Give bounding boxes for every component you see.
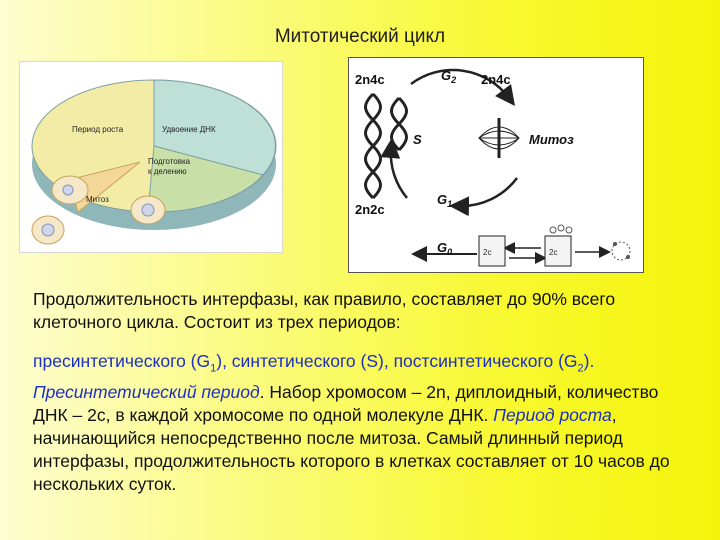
term-presynthetic: Пресинтетический период (33, 381, 260, 402)
cell-1-nucleus (62, 184, 74, 196)
sector-dna-replication (153, 79, 276, 176)
cell-box-g0 (478, 235, 506, 267)
arrow-g2-to-mitosis (410, 68, 516, 106)
interphase-periods-text: пресинтетического (G1), синтетического (… (33, 351, 670, 494)
label-growth-period: Период роста (72, 125, 124, 134)
label-g0: G0 (437, 240, 452, 257)
droplet-icon (565, 226, 573, 234)
chromatid-helix-2 (364, 92, 382, 200)
label-box-g0: 2c (483, 248, 491, 257)
cell-2-nucleus (41, 223, 55, 237)
label-mitosis: Митоз (86, 195, 109, 204)
page-title: Митотический цикл (274, 26, 446, 47)
label-preparation-line2: к делению (148, 167, 187, 176)
cell-cycle-pie-panel: Период роста Удвоение ДНК Подготовка к д… (19, 61, 283, 253)
label-top-right-ploidy: 2n4c (481, 72, 511, 87)
label-preparation-line1: Подготовка (148, 157, 191, 166)
label-g1: G1 (437, 192, 452, 209)
label-mitosis: Митоз (529, 132, 574, 147)
label-g2: G2 (441, 68, 456, 85)
mitotic-cycle-diagram: 2n4c 2n4c 2n2c S Митоз G2 G1 G0 2c 2c (355, 68, 631, 267)
fragment-icon (626, 255, 630, 259)
arrow-mitosis-to-g1 (449, 177, 519, 217)
arrow-g1-to-s (380, 138, 408, 199)
chromatid-helix-4 (390, 96, 408, 152)
interphase-duration-text: Продолжительность интерфазы, как правило… (33, 289, 616, 332)
label-s-phase: S (413, 132, 422, 147)
cell-3-nucleus (141, 203, 155, 217)
mitotic-spindle (478, 118, 520, 158)
droplet-icon (549, 226, 557, 234)
cell-cycle-pie-diagram: Период роста Удвоение ДНК Подготовка к д… (31, 79, 277, 245)
label-box-g1: 2c (549, 248, 557, 257)
label-top-left-ploidy: 2n4c (355, 72, 385, 87)
apoptosis-cell-icon (611, 241, 631, 261)
cell-box-g1 (544, 235, 572, 267)
label-mid-left-ploidy: 2n2c (355, 202, 385, 217)
droplet-icon (557, 224, 565, 232)
periods-list: пресинтетического (G1), синтетического (… (33, 351, 595, 375)
mitotic-cycle-panel: 2n4c 2n4c 2n2c S Митоз G2 G1 G0 2c 2c (348, 57, 644, 273)
fragment-icon (613, 242, 617, 246)
label-dna-replication: Удвоение ДНК (162, 125, 216, 134)
term-growth-period: Период роста (493, 404, 612, 425)
